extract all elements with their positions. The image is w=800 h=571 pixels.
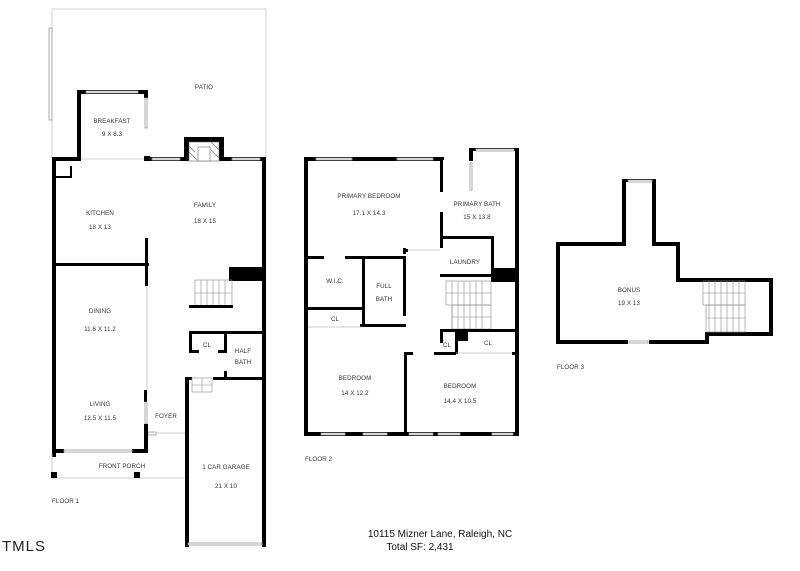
room-laundry-name: LAUNDRY [450, 259, 480, 266]
room-wic-name: W.I.C. [326, 278, 344, 285]
room-patio-name: PATIO [195, 84, 213, 91]
room-living-name: LIVING [90, 401, 111, 408]
room-halfbath-name: HALF [235, 348, 251, 355]
room-bedroom-3-name: BEDROOM [444, 383, 477, 390]
room-bedroom-2-name: BEDROOM [339, 375, 372, 382]
room-closet-2a-name: CL [331, 316, 340, 323]
floor-1-label: FLOOR 1 [52, 498, 80, 505]
room-primary-bath-dims: 15 X 13.8 [463, 214, 491, 221]
room-fullbath-dims: BATH [376, 296, 392, 303]
room-family-name: FAMILY [194, 202, 216, 209]
mls-watermark: TMLS [2, 538, 47, 555]
room-dining-name: DINING [89, 308, 111, 315]
room-living-dims: 12.5 X 11.5 [84, 415, 117, 422]
room-primary-bath-name: PRIMARY BATH [454, 201, 501, 208]
room-closet-name: CL [203, 342, 212, 349]
room-primary-bedroom-name: PRIMARY BEDROOM [337, 193, 400, 200]
room-bedroom-2-dims: 14 X 12.2 [341, 390, 369, 397]
room-labels: PATIO BREAKFAST 9 X 8.3 KITCHEN 18 X 13 … [52, 84, 640, 505]
room-fullbath-name: FULL [376, 283, 392, 290]
floor-3-plan [556, 179, 773, 344]
total-square-footage: Total SF: 2,431 [386, 542, 454, 553]
floor-2-plan [304, 148, 519, 436]
room-bonus-dims: 19 X 13 [618, 300, 640, 307]
room-breakfast-name: BREAKFAST [93, 118, 130, 125]
floor-2-label: FLOOR 2 [305, 456, 333, 463]
room-garage-name: 1 CAR GARAGE [202, 464, 250, 471]
room-dining-dims: 11.6 X 11.2 [84, 326, 116, 333]
property-address: 10115 Mizner Lane, Raleigh, NC [367, 529, 513, 540]
room-closet-2b-name: CL [443, 342, 452, 349]
floor-1-plan [48, 8, 267, 547]
room-garage-dims: 21 X 10 [215, 483, 237, 490]
room-bedroom-3-dims: 14.4 X 10.5 [444, 398, 477, 405]
room-foyer-name: FOYER [155, 413, 177, 420]
room-breakfast-dims: 9 X 8.3 [102, 131, 123, 138]
room-halfbath-dims: BATH [235, 359, 251, 366]
room-bonus-name: BONUS [618, 287, 641, 294]
room-kitchen-name: KITCHEN [86, 210, 114, 217]
room-primary-bedroom-dims: 17.1 X 14.3 [353, 210, 386, 217]
floor-3-label: FLOOR 3 [557, 364, 585, 371]
room-closet-2c-name: CL [484, 340, 493, 347]
room-family-dims: 18 X 15 [194, 218, 216, 225]
room-frontporch-name: FRONT PORCH [99, 463, 145, 470]
room-kitchen-dims: 18 X 13 [89, 224, 111, 231]
